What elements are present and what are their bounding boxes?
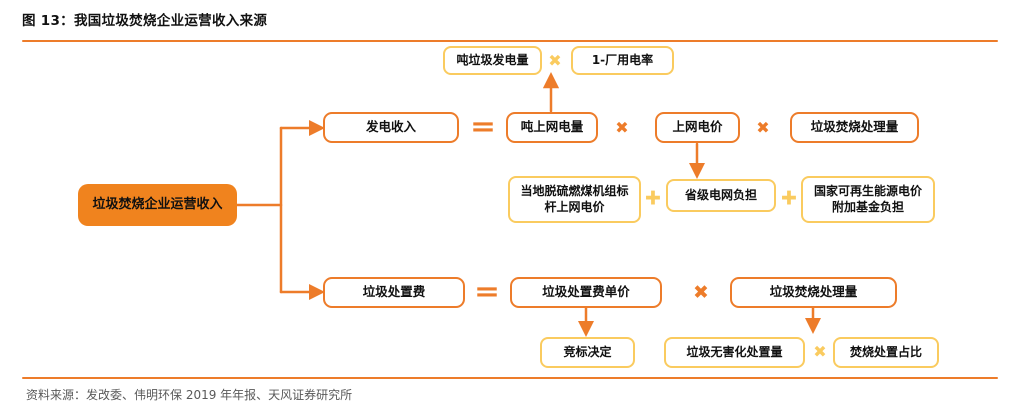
node-disposal-fee: 垃圾处置费 [323,277,465,308]
equals-icon: = [469,111,497,143]
node-renewable-fund-burden: 国家可再生能源电价附加基金负担 [801,176,935,223]
figure-title: 图 13：我国垃圾焚烧企业运营收入来源 [22,13,268,29]
multiply-icon: ✖ [693,281,709,304]
multiply-icon: ✖ [615,118,629,137]
plus-icon: ✚ [645,187,661,210]
node-disposal-unit-price: 垃圾处置费单价 [510,277,662,308]
multiply-icon: ✖ [813,342,827,361]
equals-icon: = [473,276,501,308]
node-harmless-disposal-volume: 垃圾无害化处置量 [664,337,805,368]
node-root-revenue: 垃圾焚烧企业运营收入 [78,184,237,226]
source-rule [22,377,998,379]
node-grid-price: 上网电价 [655,112,740,143]
multiply-icon: ✖ [548,51,562,70]
node-incineration-volume-bottom: 垃圾焚烧处理量 [730,277,897,308]
node-ton-waste-power: 吨垃圾发电量 [443,46,542,75]
node-power-revenue: 发电收入 [323,112,459,143]
source-caption: 资料来源：发改委、伟明环保 2019 年年报、天风证券研究所 [26,388,353,402]
node-bidding-decision: 竞标决定 [540,337,635,368]
multiply-icon: ✖ [756,118,770,137]
node-benchmark-grid-price: 当地脱硫燃煤机组标杆上网电价 [508,176,641,223]
node-provincial-grid-burden: 省级电网负担 [666,179,776,212]
plus-icon: ✚ [781,187,797,210]
node-ton-grid-power: 吨上网电量 [506,112,598,143]
title-rule [22,40,998,42]
node-incineration-volume-top: 垃圾焚烧处理量 [790,112,919,143]
node-plant-use-rate: 1-厂用电率 [571,46,674,75]
node-incineration-share: 焚烧处置占比 [833,337,939,368]
